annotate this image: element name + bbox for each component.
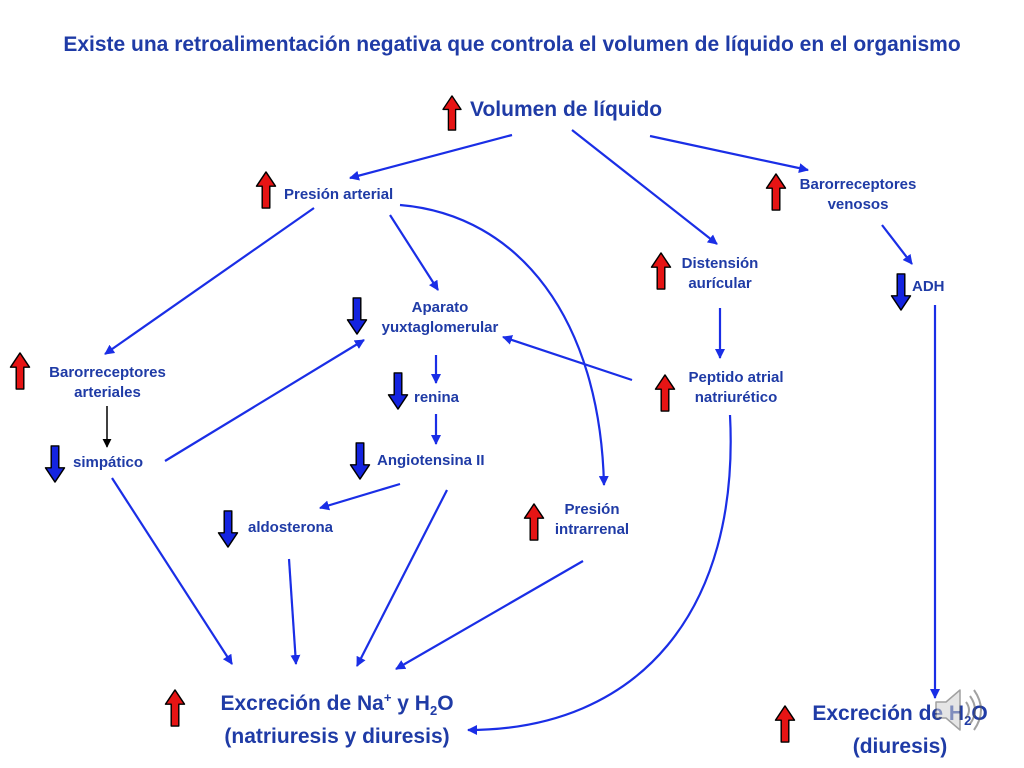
baro-venosos-up-arrow-icon [765, 173, 787, 211]
adh-down-arrow-icon [890, 273, 912, 311]
angiotensina-down-arrow-icon [349, 442, 371, 480]
excrecion-h2o-line2: (diuresis) [852, 735, 948, 759]
connector-intrarrenal-excrecion [395, 560, 584, 670]
distension-up-arrow-icon [650, 252, 672, 290]
node-excrecion-h2o: Excreción de H2O (diuresis) [800, 701, 1000, 760]
connector-simpatico-aparato [164, 339, 365, 462]
excrecion-na-up-arrow-icon [164, 689, 186, 727]
connector-peptido-aparato [502, 335, 633, 382]
connector-simpatico-excrecion [111, 477, 233, 665]
connector-volumen-baro-venosos [649, 134, 809, 173]
node-barorreceptores-arteriales: Barorreceptores arteriales [49, 364, 166, 401]
connector-angiotensina-aldosterona [319, 482, 401, 511]
node-peptido-atrial: Peptido atrial natriurético [688, 369, 784, 406]
speaker-icon[interactable] [930, 680, 990, 740]
simpatico-down-arrow-icon [44, 445, 66, 483]
node-angiotensina-ii: Angiotensina II [377, 452, 485, 469]
excrecion-na-post: O [437, 692, 454, 715]
volumen-up-arrow-icon [442, 95, 462, 131]
excrecion-na-sup: + [383, 690, 392, 705]
connector-presion-intrarrenal [399, 203, 609, 486]
connector-presion-aparato [389, 214, 439, 291]
connector-presion-baro-arteriales [104, 207, 315, 355]
node-renina: renina [414, 389, 460, 406]
connector-volumen-presion [349, 133, 513, 181]
connector-aldosterona-excrecion [287, 558, 301, 665]
node-aldosterona: aldosterona [248, 519, 334, 536]
presion-intrarrenal-up-arrow-icon [523, 503, 545, 541]
excrecion-na-text: Excreción de Na [220, 692, 384, 715]
baro-arteriales-up-arrow-icon [9, 352, 31, 390]
peptido-up-arrow-icon [654, 374, 676, 412]
connector-peptido-excrecion [467, 414, 732, 735]
node-simpatico: simpático [73, 454, 144, 471]
excrecion-na-mid: y H [391, 692, 430, 715]
node-aparato-yuxtaglomerular: Aparato yuxtaglomerular [381, 299, 499, 336]
aparato-down-arrow-icon [346, 297, 368, 335]
presion-arterial-up-arrow-icon [255, 171, 277, 209]
node-adh: ADH [912, 278, 945, 295]
node-presion-intrarrenal: Presión intrarrenal [554, 501, 630, 538]
node-distension-auricular: Distensión aurícular [681, 255, 759, 292]
page-title: Existe una retroalimentación negativa qu… [63, 33, 961, 56]
excrecion-h2o-sub: 2 [964, 713, 972, 729]
node-volumen-liquido: Volumen de líquido [470, 98, 663, 121]
node-barorreceptores-venosos: Barorreceptores venosos [799, 176, 917, 213]
excrecion-na-sub: 2 [429, 703, 438, 719]
node-presion-arterial: Presión arterial [284, 186, 394, 203]
excrecion-h2o-text: Excreción de H [812, 702, 965, 725]
connector-baro-venosos-adh [881, 224, 913, 265]
connector-volumen-distension [571, 129, 718, 245]
excrecion-h2o-up-arrow-icon [774, 705, 796, 743]
aldosterona-down-arrow-icon [217, 510, 239, 548]
excrecion-na-line2: (natriuresis y diuresis) [224, 725, 450, 749]
renina-down-arrow-icon [387, 372, 409, 410]
node-excrecion-na: Excreción de Na+ y H2O (natriuresis y di… [192, 685, 482, 750]
connector-angiotensina-excrecion [356, 489, 448, 667]
